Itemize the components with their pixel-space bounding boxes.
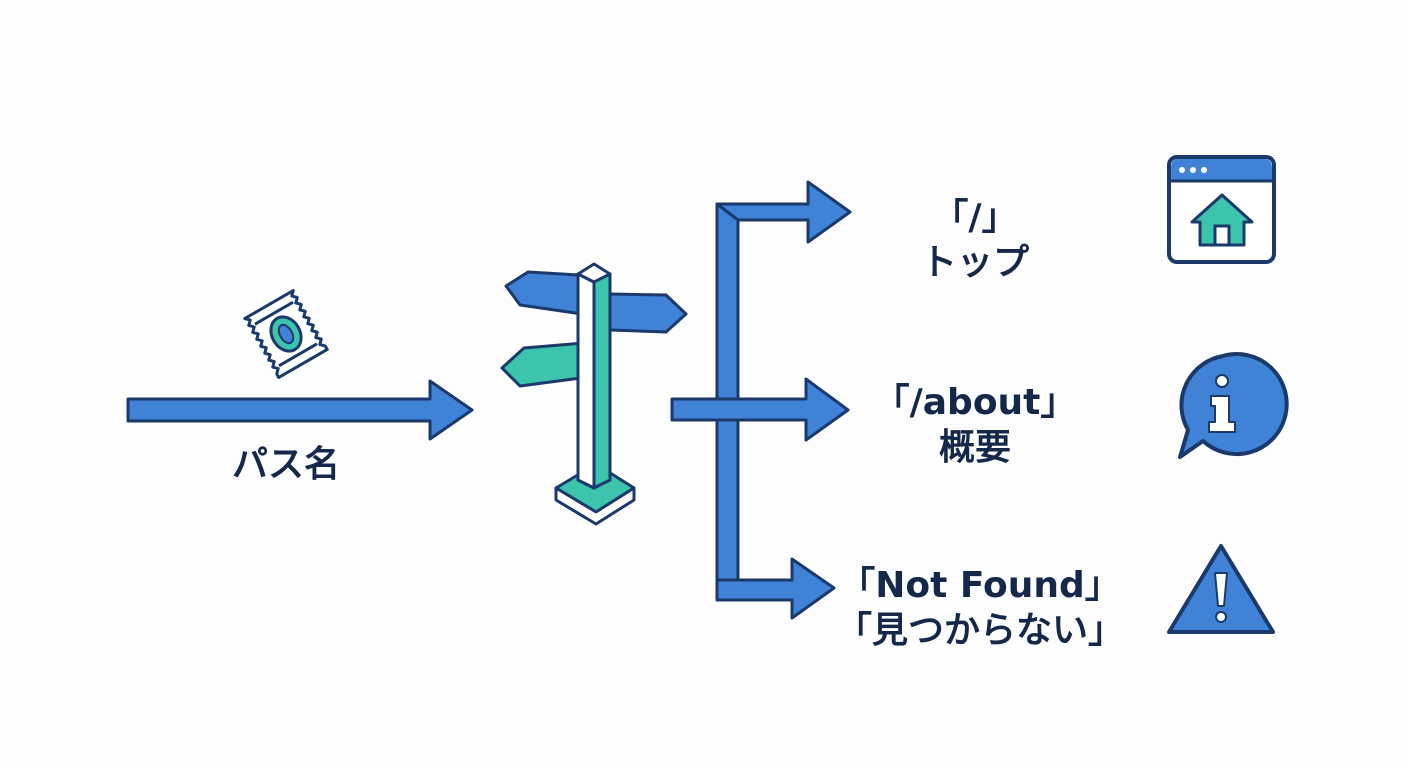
home-page-icon [1167,155,1276,264]
route-notfound-label: 「Not Found」 「見つからない」 [836,563,1124,653]
route-top-path: 「/」 [932,197,1018,238]
route-about-path: 「/about」 [873,382,1077,423]
branch-arrows [670,180,852,620]
warning-icon [1167,544,1275,634]
route-top-label: 「/」 トップ [921,195,1029,285]
route-notfound-description: 「見つからない」 [835,610,1125,651]
signpost-icon [500,262,688,526]
info-icon [1178,352,1289,459]
ticket-icon [243,289,329,379]
input-arrow [126,379,474,441]
route-about-label: 「/about」 概要 [874,380,1077,470]
route-about-description: 概要 [938,427,1012,468]
route-notfound-path: 「Not Found」 [839,565,1121,606]
route-top-description: トップ [920,242,1030,283]
pathname-label: パス名 [231,444,341,485]
